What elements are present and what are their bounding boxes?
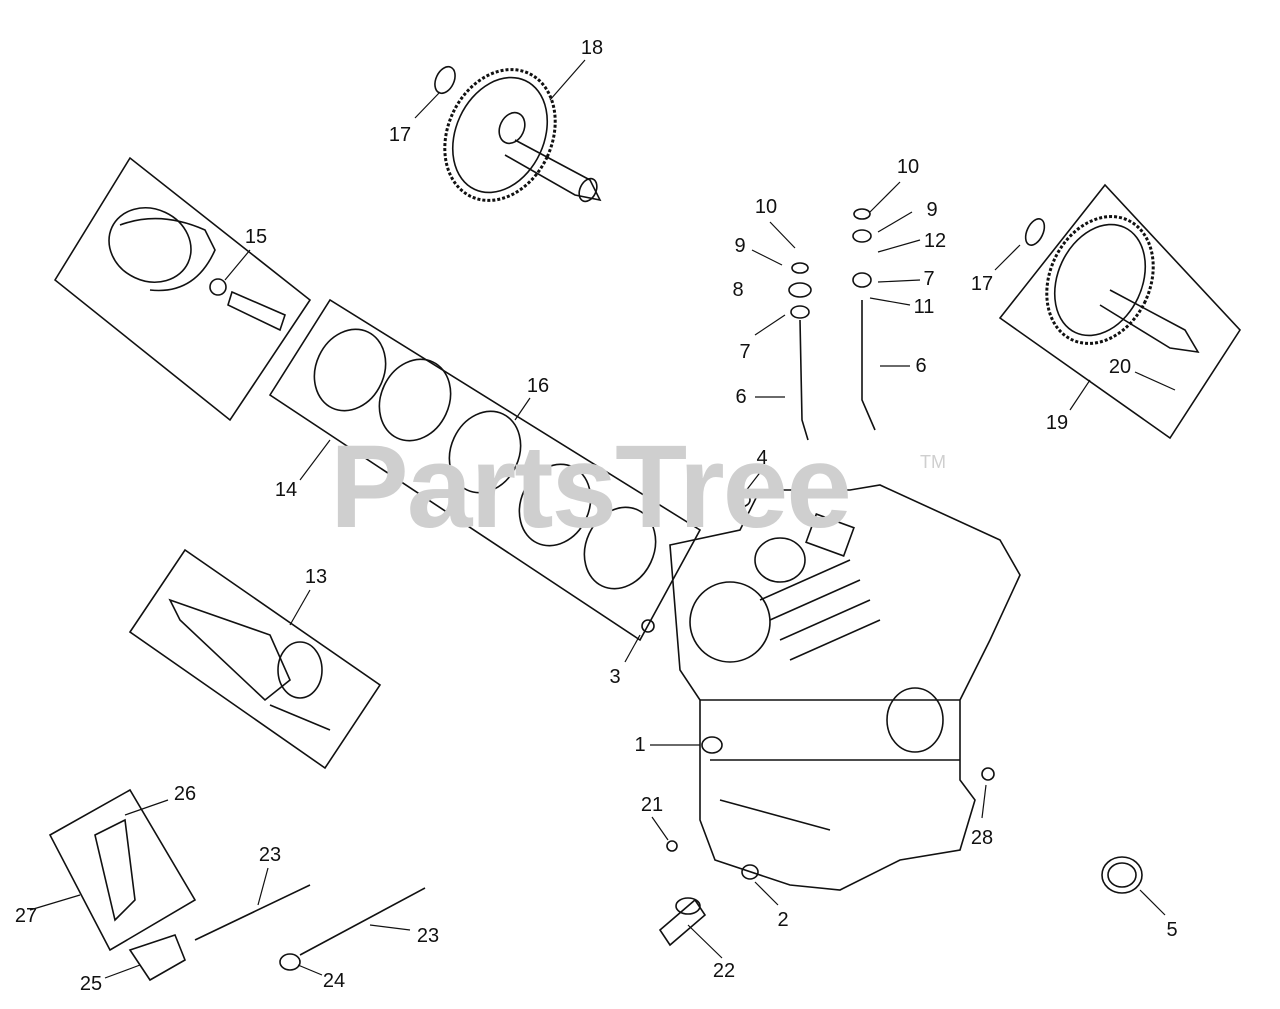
piston-rings-panel xyxy=(268,298,702,642)
part-1 xyxy=(701,736,723,754)
callout-20[interactable]: 20 xyxy=(1108,356,1132,378)
callout-23[interactable]: 23 xyxy=(416,925,440,947)
callout-16[interactable]: 16 xyxy=(526,375,550,397)
connecting-rod-panel xyxy=(128,548,382,770)
callout-21[interactable]: 21 xyxy=(640,794,664,816)
callout-9[interactable]: 9 xyxy=(926,199,938,221)
callout-28[interactable]: 28 xyxy=(970,827,994,849)
partstree-watermark: PartsTree xyxy=(330,421,852,553)
part-4 xyxy=(729,492,751,508)
engine-block xyxy=(669,484,1021,891)
callout-10[interactable]: 10 xyxy=(896,156,920,178)
callout-25[interactable]: 25 xyxy=(79,973,103,995)
callout-3[interactable]: 3 xyxy=(609,666,621,688)
callout-22[interactable]: 22 xyxy=(712,960,736,982)
callout-8[interactable]: 8 xyxy=(732,279,744,301)
leader-lines xyxy=(29,59,1176,979)
callout-14[interactable]: 14 xyxy=(274,479,298,501)
callout-23[interactable]: 23 xyxy=(258,844,282,866)
callout-24[interactable]: 24 xyxy=(322,970,346,992)
part-28 xyxy=(981,767,995,781)
callout-6[interactable]: 6 xyxy=(915,355,927,377)
camshaft-gear-top xyxy=(443,68,602,203)
callout-11[interactable]: 11 xyxy=(913,296,935,318)
part-2 xyxy=(741,864,759,880)
part-21 xyxy=(666,840,678,852)
callout-7[interactable]: 7 xyxy=(923,268,935,290)
oil-seal-5 xyxy=(1101,856,1143,894)
callout-19[interactable]: 19 xyxy=(1045,412,1069,434)
camshaft-gear-right xyxy=(998,183,1242,440)
callout-12[interactable]: 12 xyxy=(923,230,947,252)
callout-13[interactable]: 13 xyxy=(304,566,328,588)
piston-assembly-panel xyxy=(53,156,312,422)
valve-left xyxy=(788,262,812,441)
callout-17[interactable]: 17 xyxy=(970,273,994,295)
callout-1[interactable]: 1 xyxy=(634,734,646,756)
trademark-mark: TM xyxy=(920,452,946,472)
washer-17-top xyxy=(434,65,456,95)
part-3 xyxy=(641,619,655,633)
callout-26[interactable]: 26 xyxy=(173,783,197,805)
callout-7[interactable]: 7 xyxy=(739,341,751,363)
callout-18[interactable]: 18 xyxy=(580,37,604,59)
breather-22 xyxy=(658,897,707,947)
callout-5[interactable]: 5 xyxy=(1166,919,1178,941)
callout-4[interactable]: 4 xyxy=(756,447,768,469)
callout-27[interactable]: 27 xyxy=(14,905,38,927)
governor-panel xyxy=(48,788,197,982)
callout-10[interactable]: 10 xyxy=(754,196,778,218)
governor-shaft-23 xyxy=(194,884,426,971)
callout-17[interactable]: 17 xyxy=(388,124,412,146)
callout-9[interactable]: 9 xyxy=(734,235,746,257)
callout-2[interactable]: 2 xyxy=(777,909,789,931)
callout-15[interactable]: 15 xyxy=(244,226,268,248)
callout-6[interactable]: 6 xyxy=(735,386,747,408)
valve-right xyxy=(852,208,876,431)
